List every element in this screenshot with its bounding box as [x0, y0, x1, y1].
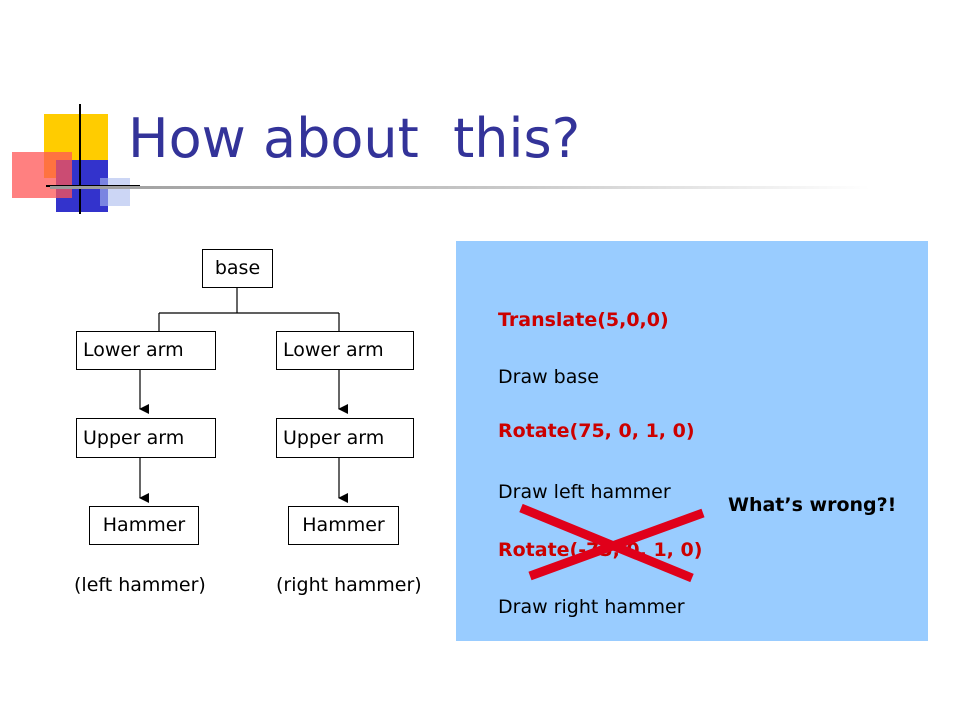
code-line-draw-base: Draw base — [498, 366, 599, 388]
caption-right-hammer: (right hammer) — [276, 574, 422, 596]
slide-title: How about this? — [128, 107, 581, 170]
code-line-rotate-negative: Rotate(-75, 0, 1, 0) — [498, 539, 703, 561]
logo-fade-square — [100, 178, 130, 206]
code-line-draw-right-hammer: Draw right hammer — [498, 596, 685, 618]
caption-left-hammer: (left hammer) — [74, 574, 206, 596]
tree-node-base: base — [202, 249, 273, 288]
tree-node-left-lower-arm: Lower arm — [76, 331, 216, 370]
title-underline — [50, 186, 870, 189]
tree-node-right-upper-arm: Upper arm — [276, 418, 414, 458]
logo-red-square — [12, 152, 72, 198]
whats-wrong-callout: What’s wrong?! — [728, 494, 897, 516]
code-line-draw-left-hammer: Draw left hammer — [498, 481, 671, 503]
tree-node-right-hammer: Hammer — [288, 506, 399, 545]
code-line-rotate-positive: Rotate(75, 0, 1, 0) — [498, 420, 695, 442]
tree-node-left-hammer: Hammer — [89, 506, 199, 545]
code-line-translate: Translate(5,0,0) — [498, 309, 669, 331]
tree-node-right-lower-arm: Lower arm — [276, 331, 414, 370]
tree-node-left-upper-arm: Upper arm — [76, 418, 216, 458]
